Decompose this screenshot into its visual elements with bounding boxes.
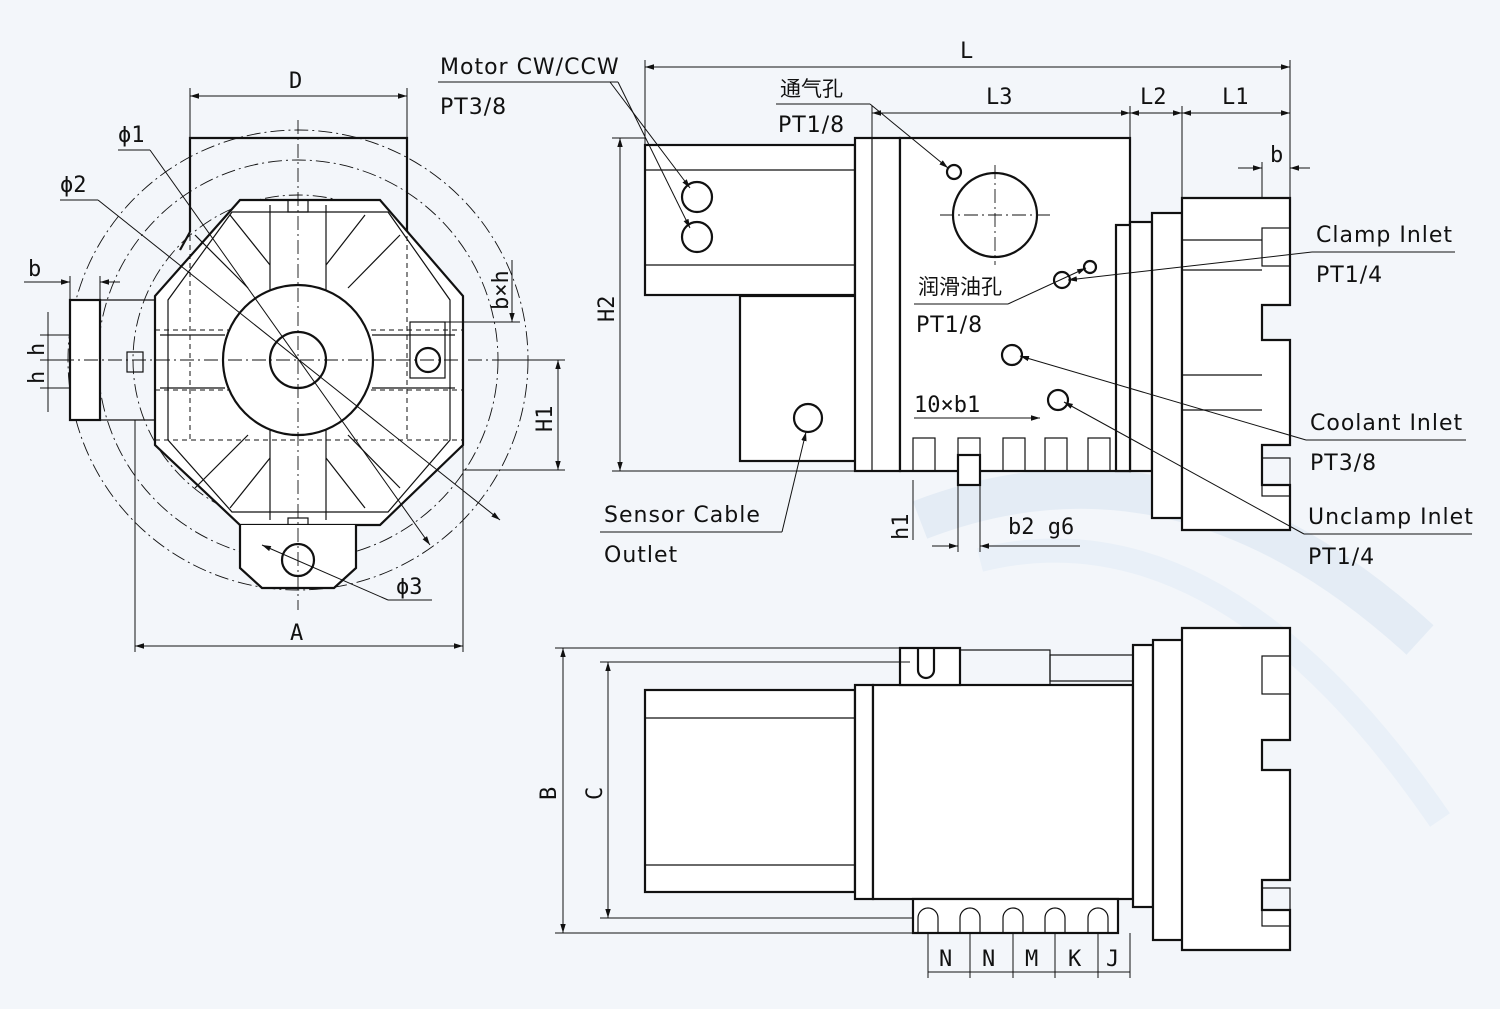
leader-vent (869, 103, 949, 169)
label-bolts: 10×b1 (914, 393, 980, 418)
leader-phi1 (149, 149, 431, 546)
flange (853, 136, 902, 473)
label-pitch-5: J (1106, 947, 1119, 972)
leader-motor (609, 81, 691, 189)
motor-top (643, 688, 857, 894)
label-phi3: ϕ3 (396, 575, 423, 600)
motor-port-1 (680, 180, 714, 214)
turret-top (1180, 626, 1292, 952)
rear-plate-top-2 (1151, 638, 1185, 942)
body-top (871, 683, 1135, 901)
top-slot (916, 648, 936, 680)
callouts: Motor CW/CCW PT3/8 通气孔 PT1/8 润滑油孔 PT1/8 … (438, 55, 1474, 570)
label-phi1: ϕ1 (118, 123, 145, 148)
label-L2: L2 (1140, 85, 1167, 110)
label-D: D (289, 69, 302, 94)
vent-hole (945, 163, 963, 181)
rear-plate-0 (1114, 223, 1132, 473)
top-view: B C N N M K J (537, 626, 1292, 978)
top-block (898, 646, 962, 687)
right-pocket (409, 321, 446, 379)
label-pitch-3: M (1025, 947, 1038, 972)
right-hole (414, 346, 442, 374)
callout-lube-title: 润滑油孔 (918, 275, 1002, 299)
callout-coolant-title: Coolant Inlet (1310, 411, 1463, 436)
callout-lube-spec: PT1/8 (916, 313, 983, 338)
label-B: B (537, 787, 562, 800)
label-C: C (583, 787, 608, 800)
octagon-inner (167, 211, 451, 513)
callout-unclamp-title: Unclamp Inlet (1308, 505, 1474, 530)
label-h2: h (25, 371, 50, 384)
label-L1: L1 (1222, 85, 1249, 110)
leader-lube (1007, 267, 1087, 305)
leader-phi3 (261, 544, 389, 601)
callout-clamp-title: Clamp Inlet (1316, 223, 1453, 248)
motor-port-2 (680, 220, 714, 254)
label-pitch-1: N (939, 947, 952, 972)
side-view: L L3 L2 L1 b H2 h1 10×b1 b2 g6 (595, 39, 1310, 552)
label-A: A (290, 621, 303, 646)
leader-clamp (1067, 251, 1313, 282)
pitch-ext-lines (927, 933, 1131, 978)
rear-plate-1 (1128, 220, 1154, 473)
top-housing (188, 136, 409, 232)
flange-top (853, 683, 875, 901)
callout-motor-title: Motor CW/CCW (440, 55, 620, 80)
label-b-side: b (1270, 143, 1283, 168)
label-H1: H1 (533, 406, 558, 433)
motor-body (643, 143, 857, 297)
turret-slot (1261, 655, 1291, 695)
rear-plate-2 (1150, 211, 1184, 520)
leader-unclamp (1063, 401, 1305, 535)
callout-motor-spec: PT3/8 (440, 95, 507, 120)
label-b2: b2 g6 (1008, 515, 1074, 540)
coolant-hole (1000, 343, 1024, 367)
bottom-slots (911, 897, 1120, 935)
leader-motor (617, 81, 691, 229)
label-L3: L3 (986, 85, 1013, 110)
callout-coolant-spec: PT3/8 (1310, 451, 1377, 476)
callout-vent-title: 通气孔 (780, 77, 843, 101)
label-L: L (960, 39, 973, 64)
front-view: D A b h h ϕ1 ϕ2 ϕ3 b×h (24, 69, 565, 652)
bolt-row (912, 437, 1111, 487)
label-h1: h (25, 343, 50, 356)
callout-sensor-spec: Outlet (604, 543, 678, 568)
turret-slot (1261, 887, 1291, 927)
leader-coolant (1019, 355, 1307, 441)
turret-slot (1261, 457, 1291, 497)
sensor-port (792, 402, 824, 434)
leader-phi2 (97, 199, 501, 521)
turret-slot (1261, 227, 1291, 267)
label-b: b (28, 257, 41, 282)
label-h1-side: h1 (889, 514, 914, 541)
unclamp-hole (1046, 388, 1070, 412)
leader-sensor (781, 431, 807, 533)
top-rail (959, 649, 1051, 686)
label-bxh: b×h (489, 270, 514, 310)
label-phi2: ϕ2 (60, 173, 87, 198)
label-H2: H2 (595, 296, 620, 323)
key-slot-left (126, 351, 144, 373)
callout-clamp-spec: PT1/4 (1316, 263, 1383, 288)
callout-unclamp-spec: PT1/4 (1308, 545, 1375, 570)
callout-sensor-title: Sensor Cable (604, 503, 761, 528)
label-pitch-2: N (982, 947, 995, 972)
lube-hole-2 (1082, 259, 1098, 275)
turret-disk (1180, 196, 1292, 532)
rear-plate-top (1131, 643, 1155, 909)
callout-vent-spec: PT1/8 (778, 113, 845, 138)
radial-ribs (160, 205, 455, 520)
label-pitch-4: K (1068, 947, 1082, 972)
